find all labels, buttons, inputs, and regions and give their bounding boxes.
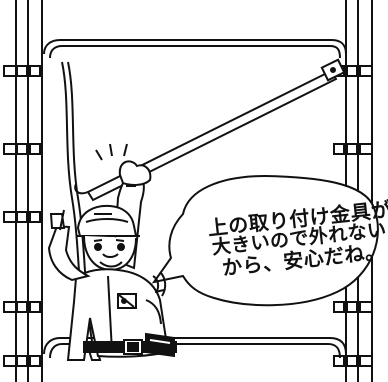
left-clamps	[3, 65, 41, 367]
bottom-railing-frame	[43, 337, 347, 359]
left-scaffold-poles	[15, 0, 43, 382]
motion-marks	[152, 271, 167, 297]
top-railing-frame	[43, 39, 347, 59]
right-clamps	[333, 65, 373, 367]
speech-bubble	[151, 174, 379, 307]
worker	[47, 143, 177, 361]
speech-text: 上の取り付け金具が 大きいので外れない から、安心だね。	[207, 197, 388, 306]
